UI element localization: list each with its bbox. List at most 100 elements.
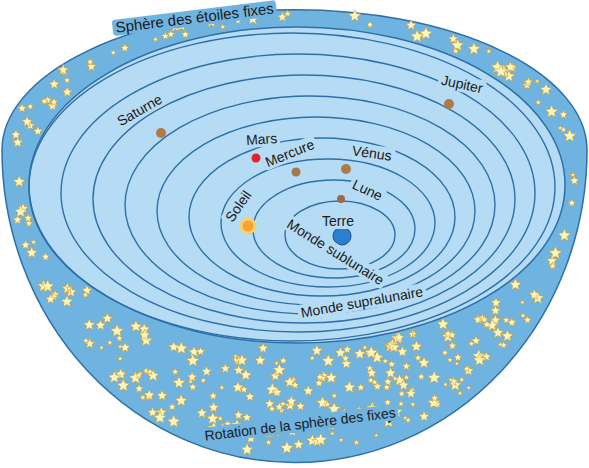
star [365, 346, 378, 359]
star [402, 362, 411, 370]
star [279, 357, 287, 364]
star [411, 340, 423, 351]
star [408, 330, 417, 339]
star [66, 286, 72, 292]
star [58, 64, 69, 74]
star [468, 341, 474, 347]
star [31, 239, 37, 244]
star [107, 340, 113, 346]
star [568, 199, 576, 207]
star [384, 377, 393, 385]
orbit-ring [189, 138, 455, 296]
earth-label: Terre [319, 213, 357, 229]
star [447, 357, 453, 362]
star [284, 376, 296, 387]
orbit-ring [125, 96, 495, 314]
star [549, 246, 562, 259]
star [410, 402, 416, 407]
star [463, 365, 474, 375]
star [549, 262, 556, 269]
star [398, 390, 405, 397]
star [449, 377, 458, 386]
star [206, 412, 219, 424]
star [331, 393, 337, 399]
star [293, 439, 304, 449]
star [154, 411, 167, 423]
star [234, 410, 244, 419]
star [464, 365, 471, 371]
star [403, 374, 409, 380]
star [22, 116, 33, 126]
star [62, 283, 73, 294]
star [87, 58, 94, 65]
star [406, 20, 417, 30]
star [82, 292, 88, 298]
star [14, 205, 27, 217]
star [41, 98, 48, 105]
star [405, 417, 411, 423]
star [95, 320, 106, 330]
star [172, 368, 179, 375]
star [545, 105, 558, 117]
star [492, 327, 504, 338]
star [139, 329, 150, 340]
star [535, 99, 541, 105]
star [41, 280, 54, 292]
star [339, 437, 344, 442]
star [353, 439, 359, 445]
star [130, 320, 142, 331]
star [144, 389, 155, 400]
star [397, 346, 408, 357]
star [196, 347, 205, 356]
star [529, 289, 540, 299]
star [386, 344, 391, 349]
star [491, 297, 501, 307]
star [242, 413, 251, 422]
star [374, 433, 379, 438]
star [265, 439, 272, 445]
star [398, 401, 404, 407]
star [454, 353, 462, 361]
orbit-ring [61, 54, 535, 332]
star [520, 300, 525, 305]
star [322, 354, 335, 366]
star [296, 402, 305, 411]
star [280, 441, 293, 454]
star [255, 355, 266, 366]
star [414, 354, 421, 361]
orbit-ring [221, 159, 435, 287]
star [373, 382, 382, 390]
star [197, 407, 208, 417]
star [431, 394, 439, 401]
orbit-ring [253, 180, 415, 278]
star [311, 345, 322, 356]
star [175, 342, 188, 354]
star [384, 340, 396, 351]
star [505, 61, 516, 71]
star [110, 50, 116, 56]
star [64, 77, 71, 84]
star [240, 385, 248, 393]
orbit-ring [157, 117, 475, 305]
star [187, 372, 197, 382]
star [140, 394, 146, 400]
jupiter-dot [444, 99, 454, 109]
star [343, 345, 352, 353]
orbit-ring [29, 33, 555, 341]
star [392, 376, 398, 381]
star [563, 129, 576, 142]
star [241, 443, 253, 455]
star-field [11, 10, 579, 455]
star [419, 411, 429, 421]
star [316, 373, 324, 380]
star [233, 354, 238, 359]
star [46, 294, 56, 304]
star [209, 392, 218, 400]
star [483, 320, 491, 328]
star [535, 79, 540, 84]
star [21, 240, 30, 249]
star [175, 394, 187, 406]
star [135, 384, 144, 392]
star [147, 368, 154, 374]
orbit-ring [93, 75, 515, 323]
